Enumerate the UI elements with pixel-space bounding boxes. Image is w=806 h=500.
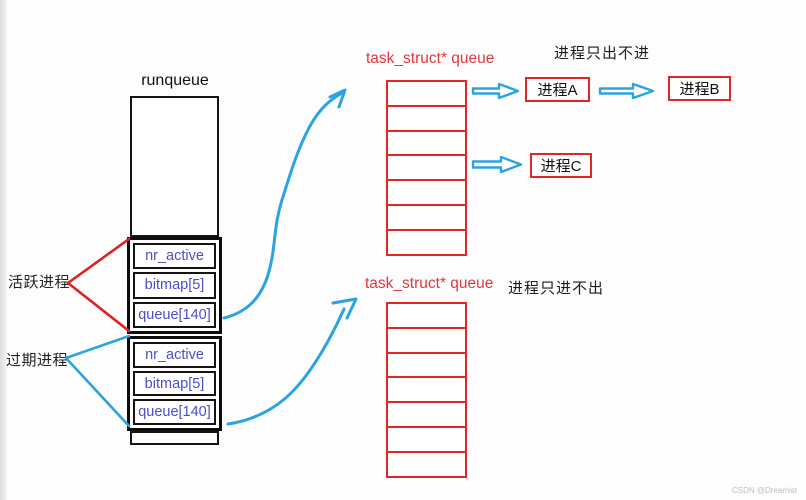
dequeue-arrow-row1	[471, 82, 520, 100]
queue-slot	[386, 104, 467, 133]
queue-slot	[386, 351, 467, 379]
queue-slot	[386, 376, 467, 404]
active-bitmap-field: bitmap[5]	[133, 272, 216, 299]
runqueue-struct-box	[130, 96, 219, 237]
queue-slot	[386, 228, 467, 257]
queue-slot	[386, 80, 467, 108]
active-queue-field: queue[140]	[133, 301, 216, 328]
process-b-box: 进程B	[668, 76, 731, 101]
active-connector-lines	[66, 237, 131, 333]
process-c-box: 进程C	[530, 153, 592, 178]
runqueue-bottom-box	[130, 431, 219, 445]
page-edge-strip	[0, 0, 7, 500]
process-a-label: 进程A	[537, 82, 578, 99]
queue-slot	[386, 450, 467, 479]
queue-slot	[386, 302, 467, 330]
expired-queue-curved-arrow	[226, 297, 358, 426]
runqueue-title: runqueue	[141, 72, 209, 89]
process-b-label: 进程B	[679, 81, 720, 98]
task-struct-queue-table-expired	[386, 302, 467, 479]
expired-queue-field: queue[140]	[133, 399, 216, 426]
active-queue-note: 进程只出不进	[554, 45, 651, 62]
queue-slot	[386, 129, 467, 157]
expired-bitmap-field: bitmap[5]	[133, 370, 216, 397]
expired-connector-lines	[64, 334, 131, 428]
queue-slot	[386, 203, 467, 232]
active-queue-curved-arrow	[222, 88, 347, 320]
watermark: CSDN @Dreamist	[731, 486, 797, 495]
active-queue-table-title: task_struct* queue	[366, 50, 495, 67]
queue-slot	[386, 326, 467, 355]
process-c-label: 进程C	[540, 158, 582, 175]
expired-nr-active-field: nr_active	[133, 342, 216, 368]
expired-priority-array-box: nr_active bitmap[5] queue[140]	[127, 336, 222, 431]
dequeue-arrow-row4	[471, 155, 523, 174]
active-nr-active-field: nr_active	[133, 243, 216, 270]
active-process-label: 活跃进程	[8, 274, 71, 291]
expired-queue-table-title: task_struct* queue	[365, 275, 494, 292]
expired-queue-note: 进程只进不出	[508, 280, 605, 297]
task-struct-queue-table-active	[386, 80, 467, 257]
process-a-box: 进程A	[525, 77, 590, 102]
queue-slot	[386, 154, 467, 182]
process-a-to-b-arrow	[598, 82, 655, 100]
queue-slot	[386, 425, 467, 454]
queue-slot	[386, 179, 467, 207]
expired-process-label: 过期进程	[6, 352, 69, 369]
active-priority-array-box: nr_active bitmap[5] queue[140]	[127, 237, 222, 334]
queue-slot	[386, 401, 467, 429]
